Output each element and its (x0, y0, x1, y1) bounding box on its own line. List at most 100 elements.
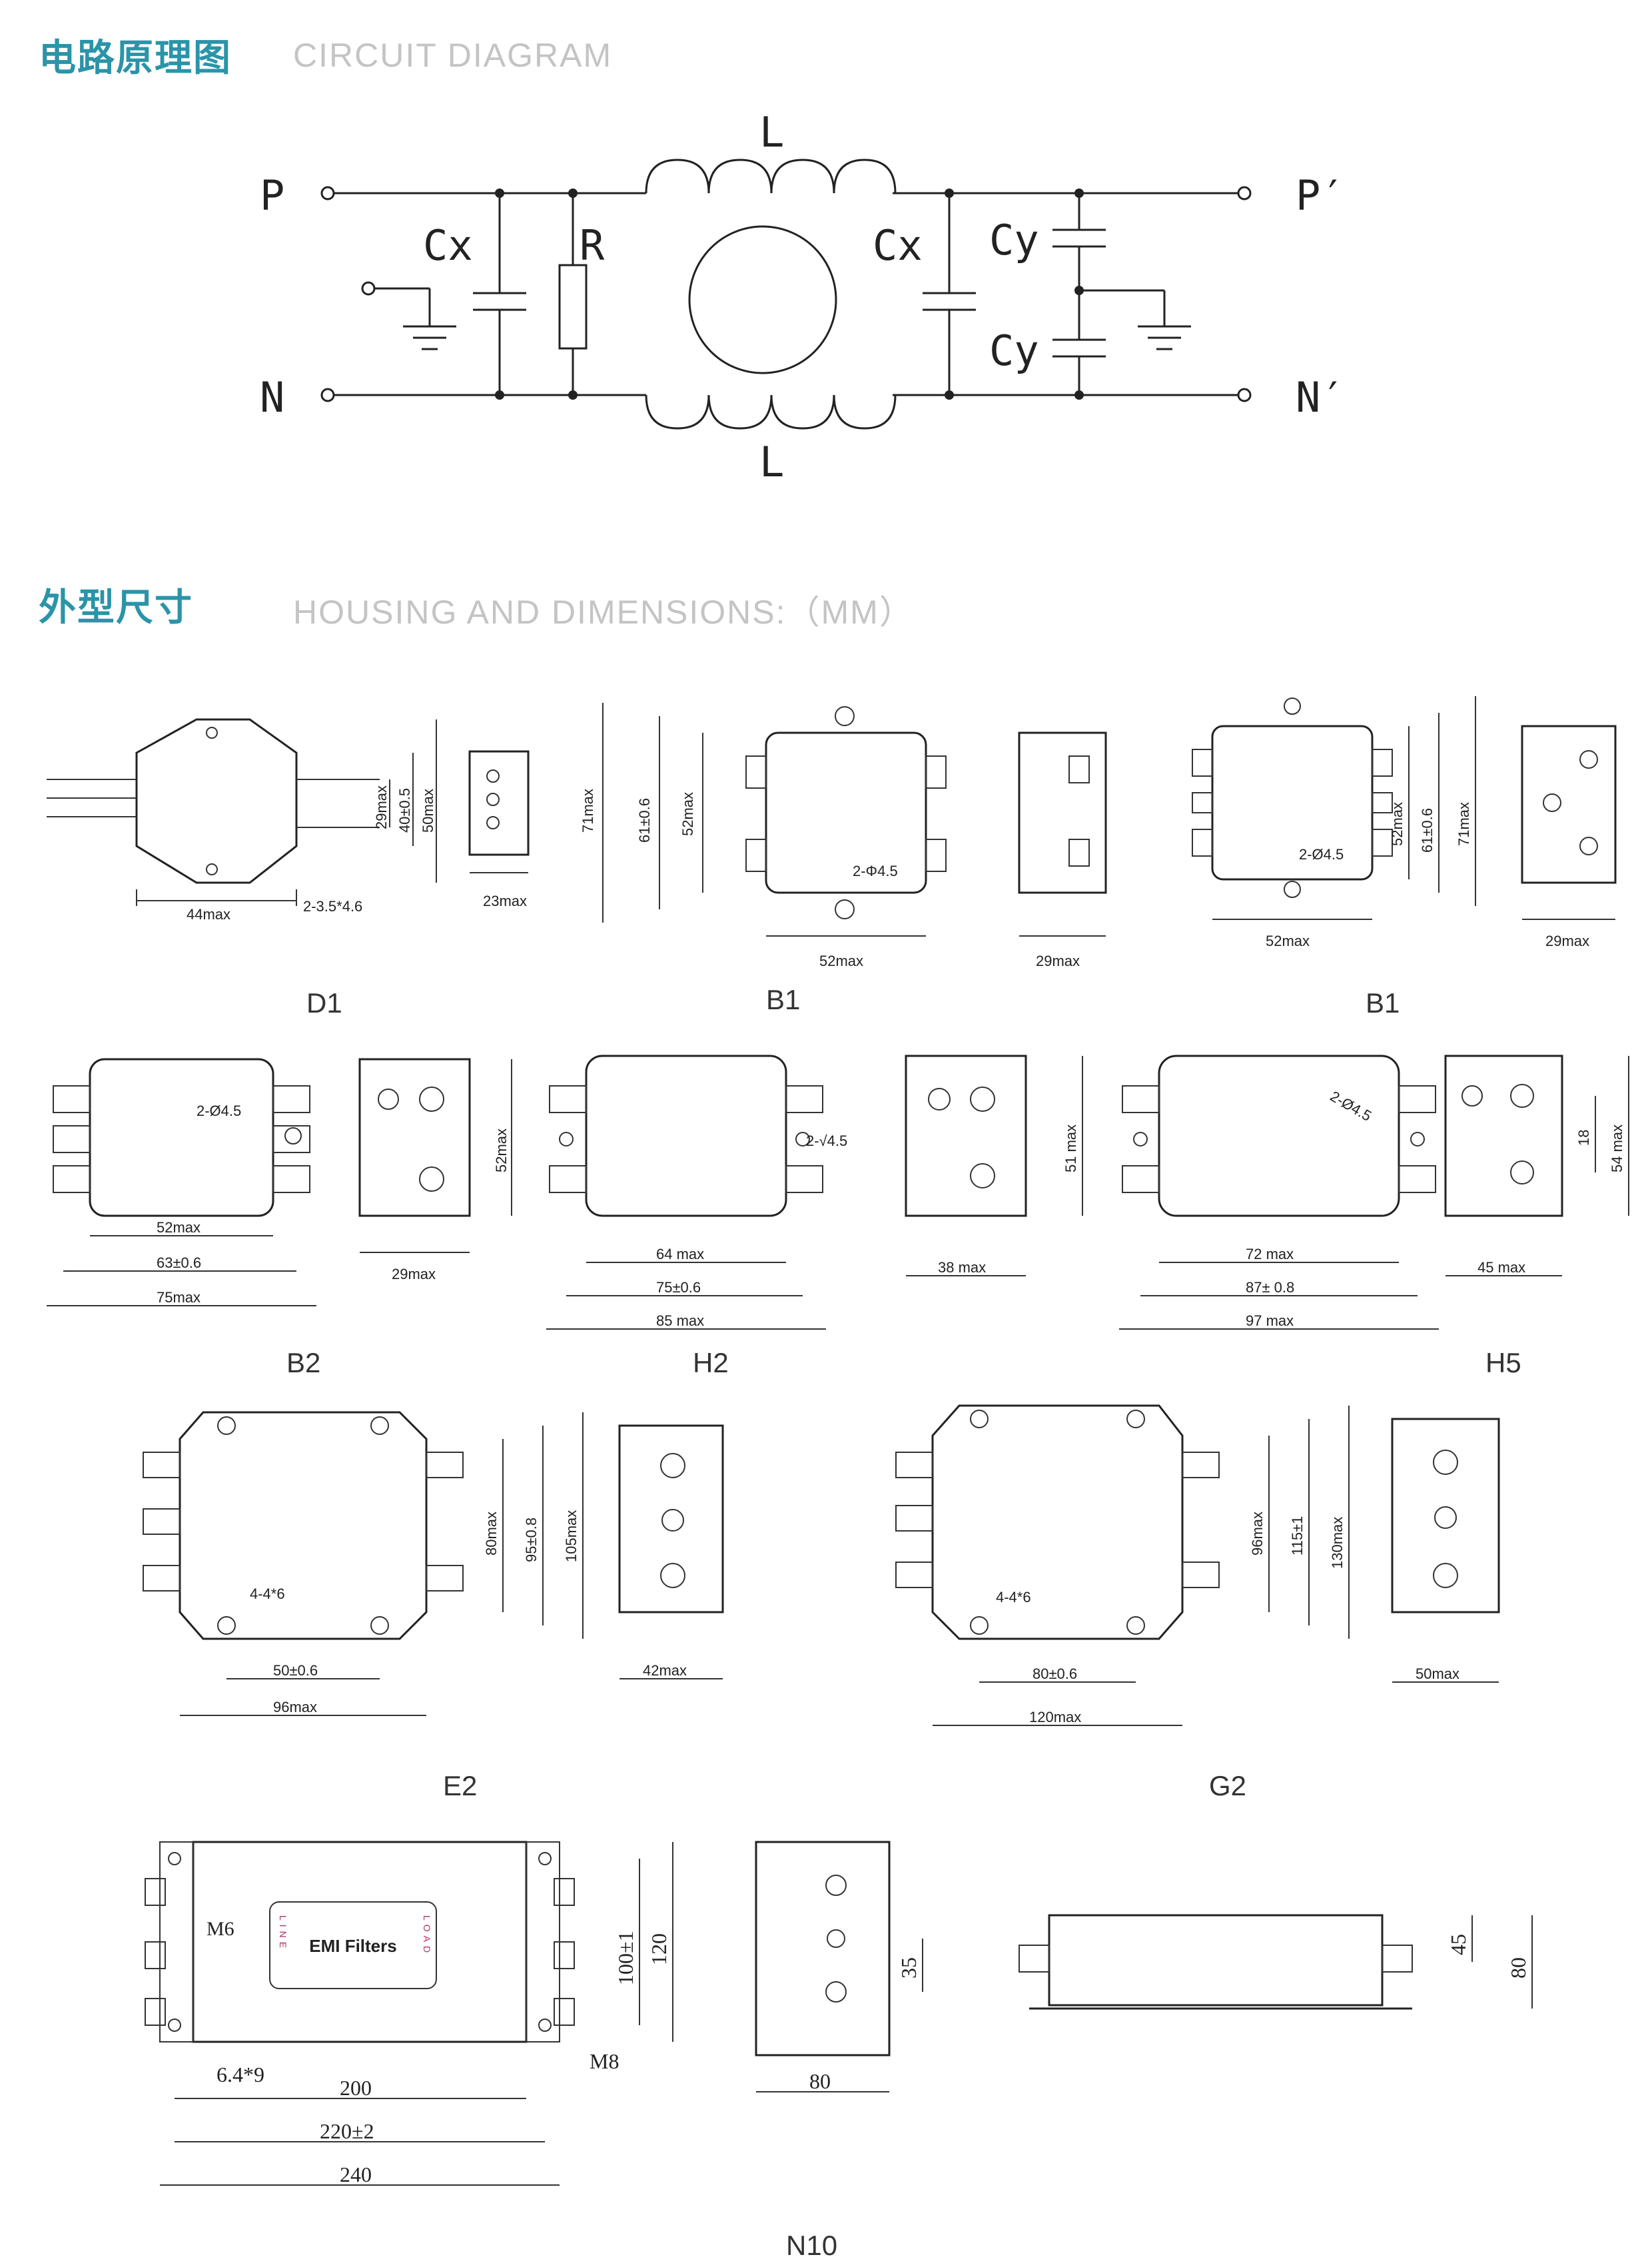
b2-dim-4: 29max (392, 1266, 436, 1282)
h2-dim-2: 75±0.6 (656, 1279, 701, 1296)
housing-section-header: 外型尺寸 HOUSING AND DIMENSIONS:（MM） (0, 563, 1652, 636)
n10-dim-0: M6 (206, 1918, 234, 1940)
n10-dim-9: 80 (809, 2069, 831, 2093)
e2-label: E2 (443, 1770, 477, 1801)
g2-label: G2 (1209, 1770, 1246, 1801)
h2-dim-0: 2-√4.5 (806, 1132, 847, 1149)
b1a-dim-2: 52max (679, 792, 696, 836)
b1b-dim-4: 52max (1266, 933, 1310, 949)
model-h2: 2-√4.5 64 max 75±0.6 85 max 38 max 51 ma… (546, 1055, 1083, 1378)
b2-dim-3: 75max (157, 1289, 201, 1306)
resistor (558, 193, 588, 395)
model-b1-b: 2-Ø4.5 52max 61±0.6 71max 52max 29max B1 (1192, 696, 1617, 1019)
n10-dim-11: 80 (1506, 1957, 1530, 1979)
e2-dim-3: 80max (483, 1512, 500, 1556)
n10-dim-1: 6.4*9 (216, 2062, 264, 2086)
housing-title-zh: 外型尺寸 (39, 586, 193, 630)
d1-dim-5: 23max (483, 893, 527, 909)
terminal-p-dot (320, 186, 335, 201)
resistor-label: R (580, 221, 605, 270)
model-b2: 2-Ø4.5 52max 63±0.6 75max 29max 52max B2 (47, 1058, 512, 1378)
g2-dim-2: 120max (1029, 1709, 1081, 1725)
cy-bottom-label: Cy (989, 326, 1039, 375)
h5-dim-6: 54 max (1609, 1125, 1625, 1172)
b1a-dim-4: 52max (819, 953, 863, 969)
terminal-n-label: N (260, 373, 284, 422)
e2-dim-5: 105max (563, 1510, 580, 1562)
b1a-dim-1: 61±0.6 (636, 798, 653, 843)
terminal-n-dot (320, 388, 335, 402)
d1-dim-3: 40±0.5 (396, 788, 413, 833)
h5-label: H5 (1485, 1347, 1521, 1378)
n10-plate-load: LOAD (422, 1915, 432, 1957)
e2-dim-0: 4-4*6 (250, 1586, 285, 1602)
n10-label: N10 (786, 2230, 837, 2261)
b2-dim-5: 52max (493, 1129, 510, 1172)
e2-dim-6: 42max (643, 1662, 687, 1679)
n10-plate-title: EMI Filters (309, 1936, 396, 1956)
model-h5: 2-Ø4.5 72 max 87± 0.8 97 max 45 max 18 5… (1119, 1055, 1629, 1378)
b1b-dim-5: 29max (1545, 933, 1589, 949)
inductor-core (688, 225, 837, 374)
terminal-n-out-dot (1237, 388, 1252, 402)
cy-capacitors (1052, 193, 1191, 395)
h2-dim-5: 51 max (1062, 1125, 1079, 1172)
n10-nameplate (269, 1901, 437, 1989)
b2-label: B2 (286, 1347, 320, 1378)
model-d1: 44max 2-3.5*4.6 29max 40±0.5 50max 23max… (47, 718, 530, 1019)
h5-dim-1: 72 max (1246, 1246, 1294, 1262)
cy-top-label: Cy (989, 216, 1039, 264)
g2-dim-3: 96max (1249, 1512, 1266, 1556)
inductor-top-label: L (759, 108, 784, 157)
cx-output-label: Cx (873, 221, 923, 270)
b2-dim-2: 63±0.6 (157, 1254, 201, 1271)
g2-dim-0: 4-4*6 (996, 1589, 1031, 1605)
model-n10: EMI Filters LINE LOAD M6 6.4*9 M8 200 22… (145, 1841, 1533, 2261)
cx-output-capacitor (923, 193, 976, 395)
n10-dim-5: 240 (340, 2162, 372, 2186)
terminal-n-out-label: N′ (1296, 373, 1346, 422)
circuit-section-header: 电路原理图 CIRCUIT DIAGRAM (0, 13, 1652, 87)
h5-dim-5: 18 (1575, 1130, 1592, 1146)
b2-dim-0: 2-Ø4.5 (197, 1103, 241, 1119)
b1b-dim-2: 61±0.6 (1419, 808, 1436, 853)
d1-dim-1: 2-3.5*4.6 (303, 898, 362, 915)
b1a-dim-0: 71max (580, 789, 596, 833)
b1a-dim-3: 2-Φ4.5 (853, 863, 898, 879)
g2-dim-5: 130max (1329, 1517, 1346, 1569)
n10-dim-10: 45 (1446, 1934, 1470, 1955)
b1b-dim-1: 52max (1389, 802, 1406, 846)
housing-drawings: 44max 2-3.5*4.6 29max 40±0.5 50max 23max… (47, 696, 1629, 2261)
ground-input (361, 281, 456, 350)
b1a-label: B1 (766, 984, 800, 1015)
circuit-schematic: P N P′ N′ L L Cx R Cx Cy Cy (260, 108, 1346, 486)
n10-dim-6: 100±1 (614, 1931, 637, 1985)
h2-dim-1: 64 max (656, 1246, 704, 1262)
model-b1-a: 71max 61±0.6 52max 2-Φ4.5 52max 29max B1 (580, 703, 1107, 1015)
h5-dim-3: 97 max (1246, 1312, 1294, 1329)
d1-label: D1 (306, 987, 342, 1019)
g2-dim-4: 115±1 (1289, 1516, 1306, 1556)
n10-dim-7: 120 (647, 1933, 671, 1965)
h5-dim-2: 87± 0.8 (1246, 1279, 1294, 1296)
e2-dim-1: 50±0.6 (273, 1662, 318, 1679)
h2-dim-3: 85 max (656, 1312, 704, 1329)
g2-dim-1: 80±0.6 (1032, 1665, 1077, 1682)
b1b-label: B1 (1366, 987, 1400, 1019)
h2-label: H2 (693, 1347, 729, 1378)
d1-dim-0: 44max (187, 906, 230, 923)
model-g2: 4-4*6 80±0.6 120max 96max 115±1 130max 5… (895, 1404, 1500, 1801)
circuit-title-en: CIRCUIT DIAGRAM (293, 37, 613, 74)
terminal-p-out-dot (1237, 186, 1252, 201)
d1-dim-2: 29max (373, 785, 390, 829)
circuit-title-zh: 电路原理图 (39, 37, 232, 80)
inductor-bottom-label: L (759, 438, 784, 486)
inductor-bottom (645, 394, 897, 430)
b1b-dim-3: 71max (1455, 802, 1472, 846)
h5-dim-4: 45 max (1477, 1259, 1525, 1276)
e2-dim-2: 96max (273, 1699, 317, 1715)
n10-dim-4: 220±2 (320, 2119, 374, 2143)
b1a-dim-5: 29max (1036, 953, 1080, 969)
d1-dim-4: 50max (420, 789, 436, 833)
inductor-top (645, 159, 897, 194)
